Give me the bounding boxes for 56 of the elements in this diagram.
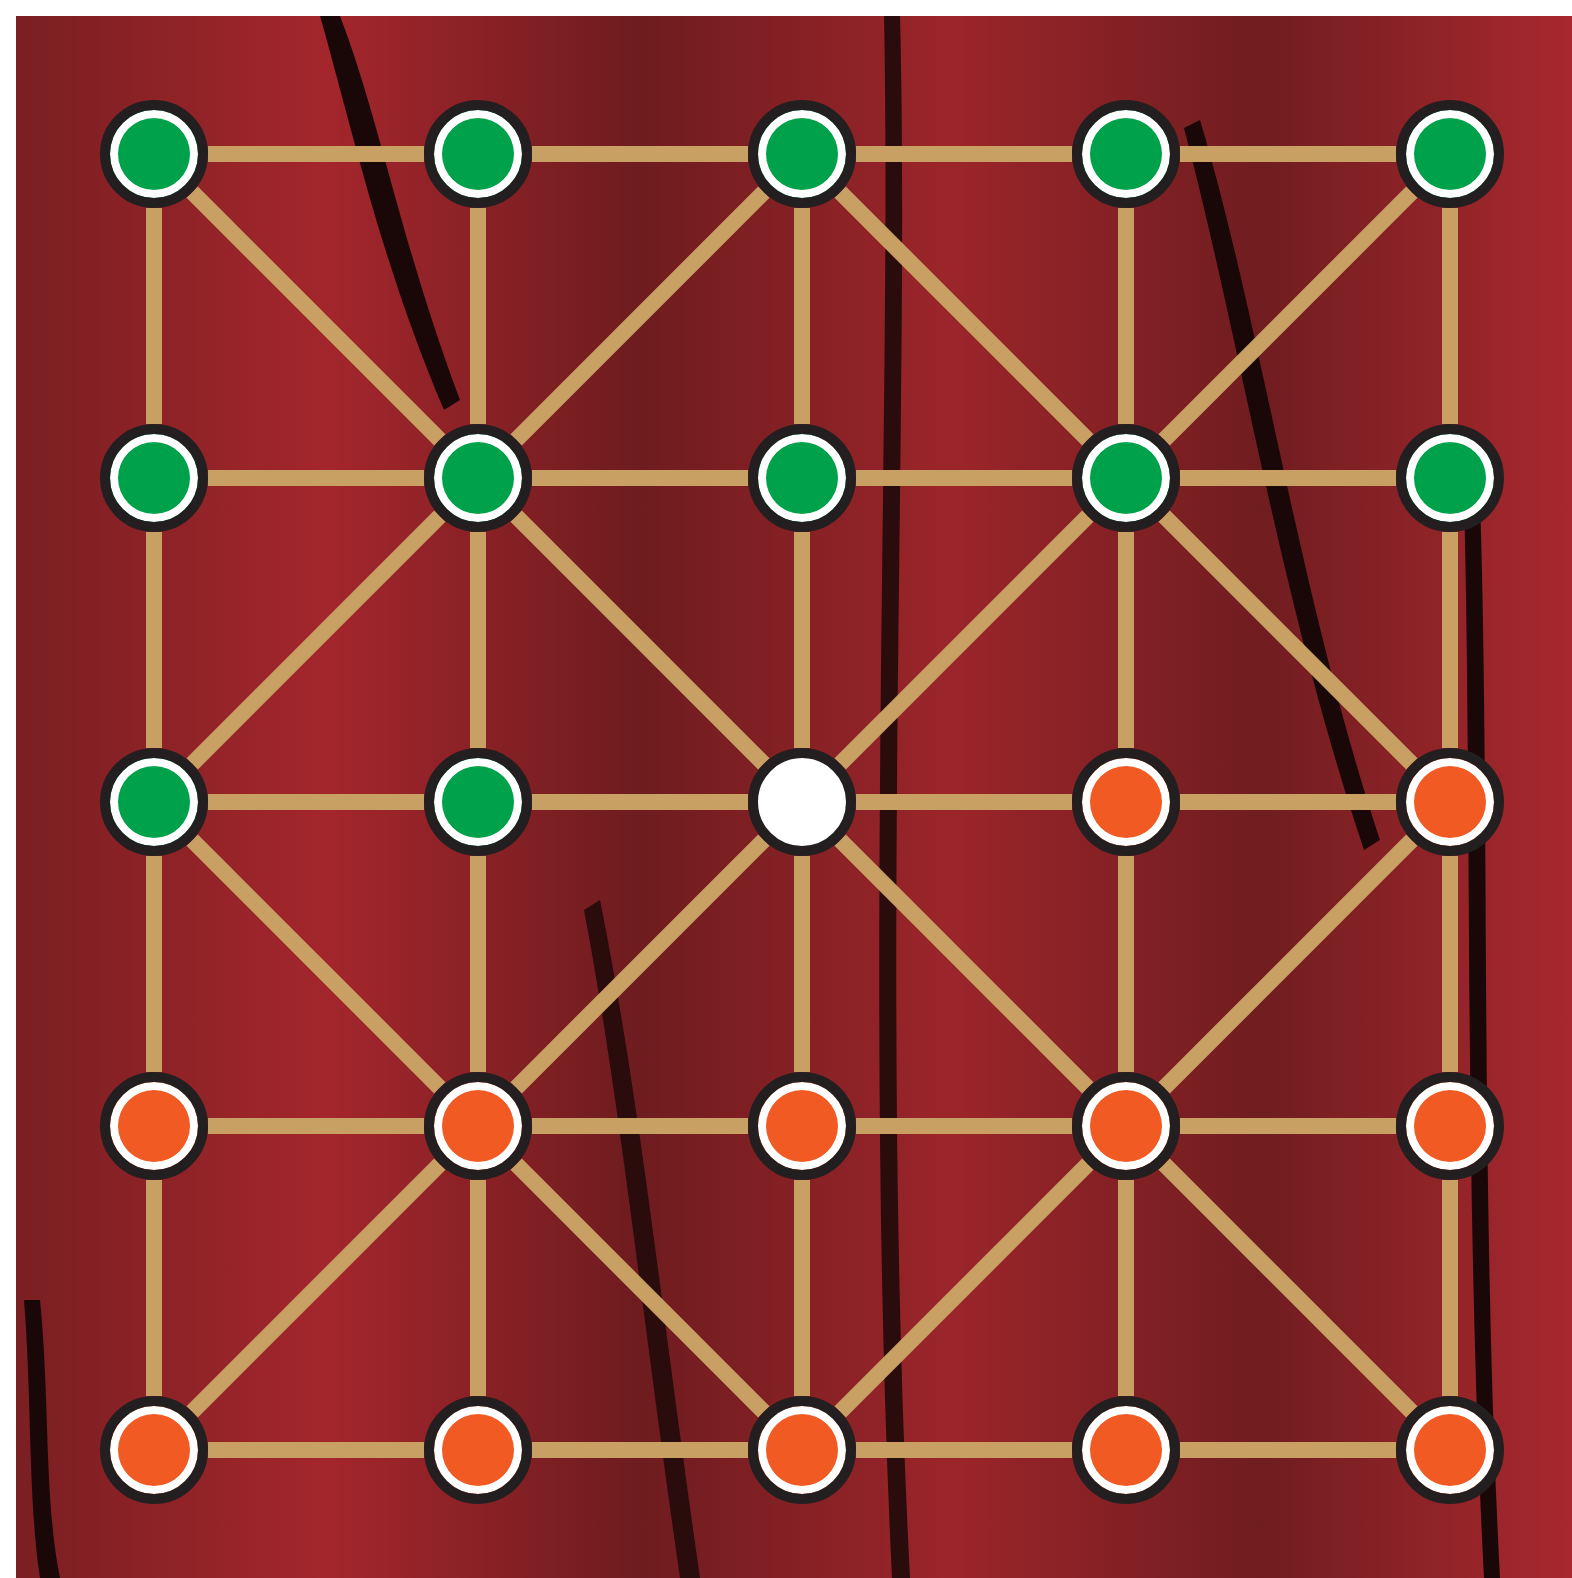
- board-line: [1158, 186, 1418, 446]
- board-line: [1118, 1180, 1134, 1396]
- board-line: [532, 794, 748, 810]
- board-line: [1180, 1118, 1396, 1134]
- board-line: [470, 856, 486, 1072]
- board-line: [208, 1442, 424, 1458]
- board-line: [1158, 510, 1418, 770]
- board-line: [1180, 146, 1396, 162]
- board-line: [794, 1180, 810, 1396]
- board-line: [1180, 794, 1396, 810]
- board-line: [146, 1180, 162, 1396]
- board-line: [794, 856, 810, 1072]
- board-line: [834, 1158, 1094, 1418]
- board-line: [186, 510, 446, 770]
- board-line: [1442, 532, 1458, 748]
- board-line: [1442, 856, 1458, 1072]
- board-line: [470, 1180, 486, 1396]
- board-line: [510, 510, 770, 770]
- board-line: [1118, 856, 1134, 1072]
- board-line: [532, 470, 748, 486]
- board-line: [1442, 1180, 1458, 1396]
- board-line: [856, 1118, 1072, 1134]
- board-line: [208, 794, 424, 810]
- board-line: [794, 532, 810, 748]
- board-line: [208, 146, 424, 162]
- board-line: [510, 834, 770, 1094]
- board-line: [532, 1442, 748, 1458]
- board-line: [856, 146, 1072, 162]
- board-line: [1118, 532, 1134, 748]
- board-line: [1442, 208, 1458, 424]
- board-line: [208, 470, 424, 486]
- board-line: [856, 470, 1072, 486]
- board-line: [186, 1158, 446, 1418]
- board-line: [208, 1118, 424, 1134]
- board-line: [1118, 208, 1134, 424]
- board-line: [1158, 1158, 1418, 1418]
- board-line: [510, 1158, 770, 1418]
- board-line: [146, 856, 162, 1072]
- board-line: [470, 208, 486, 424]
- board-line: [856, 1442, 1072, 1458]
- board-line: [532, 146, 748, 162]
- board-line: [186, 834, 446, 1094]
- board-line: [1158, 834, 1418, 1094]
- board-line: [510, 186, 770, 446]
- board-line: [794, 208, 810, 424]
- board-line: [186, 186, 446, 446]
- board-line: [1180, 470, 1396, 486]
- board-line: [146, 532, 162, 748]
- board-line: [532, 1118, 748, 1134]
- board-line: [1180, 1442, 1396, 1458]
- board-line: [856, 794, 1072, 810]
- board-line: [834, 834, 1094, 1094]
- board-line: [834, 186, 1094, 446]
- board-line: [470, 532, 486, 748]
- board-line: [834, 510, 1094, 770]
- board-line: [146, 208, 162, 424]
